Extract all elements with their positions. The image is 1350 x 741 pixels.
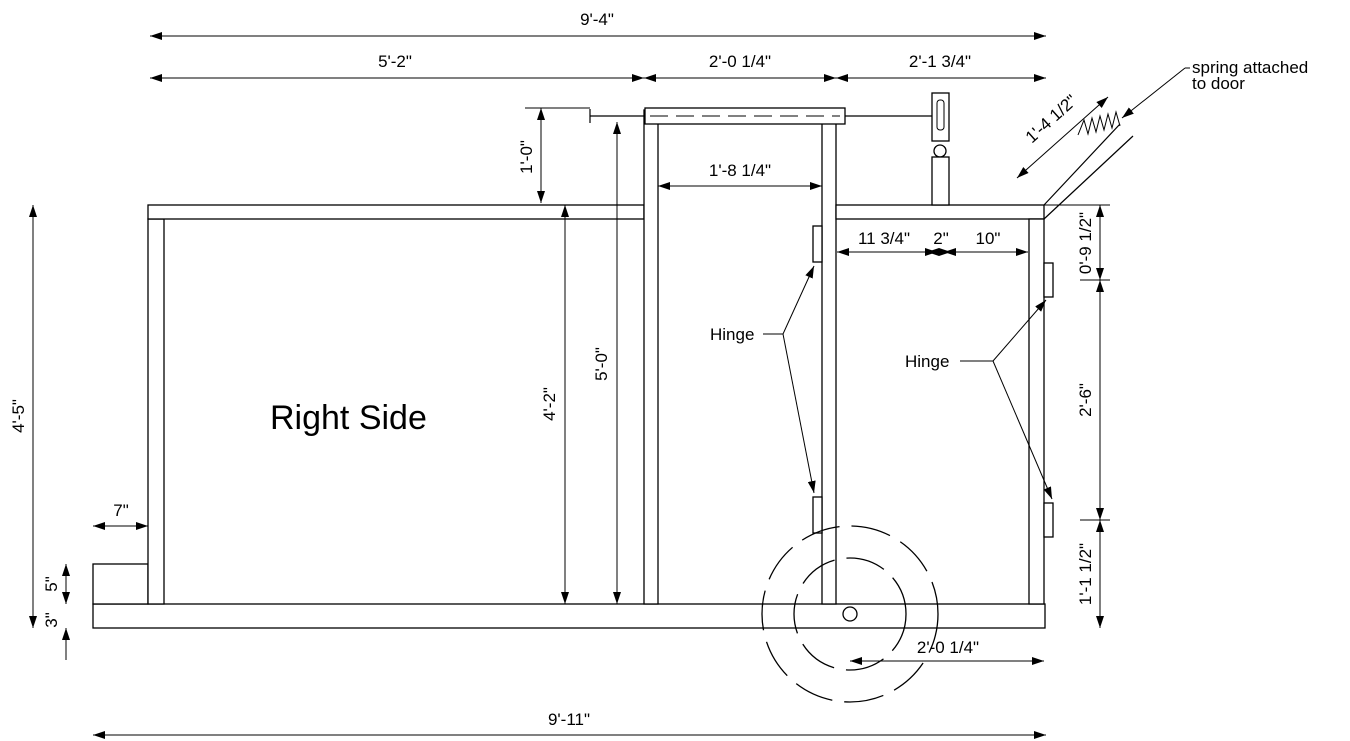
latch-plate — [931, 92, 950, 142]
hinge-plate-left-top — [812, 225, 823, 263]
dim-text-left-height: 4'-5" — [9, 399, 28, 433]
hinge-left-leader-bottom — [782, 333, 816, 494]
dim-text-top-overall: 9'-4" — [580, 10, 614, 29]
dimension-lines — [29, 32, 1110, 739]
leader-lines — [763, 67, 1190, 500]
spring-callout-line1: spring attached — [1192, 58, 1308, 77]
dim-text-spring-arm: 1'-4 1/2" — [1022, 91, 1081, 147]
cart-frame — [92, 92, 1134, 703]
dim-spring-arm — [1016, 96, 1109, 179]
left-post — [147, 218, 165, 605]
dim-text-hinge-offset-a: 11 3/4" — [858, 229, 910, 248]
dim-text-top-left-section: 5'-2" — [378, 52, 412, 71]
hinge-left-leader-top — [782, 265, 815, 335]
dim-text-right-top-hinge: 0'-9 1/2" — [1076, 212, 1095, 274]
top-rail-left — [147, 204, 645, 220]
right-post — [1028, 218, 1045, 605]
dim-text-axle-offset: 2'-0 1/4" — [917, 638, 979, 657]
dim-text-post-height: 5'-0" — [592, 347, 611, 381]
dim-text-left-offset: 7" — [113, 501, 129, 520]
dim-text-hinge-gap: 2" — [933, 229, 949, 248]
dim-text-top-right-section: 2'-1 3/4" — [909, 52, 971, 71]
hinge-right-leader-top — [992, 299, 1047, 362]
hinge-plate-right-top — [1043, 262, 1054, 298]
hinge-plate-right-bottom — [1043, 502, 1054, 538]
axle — [842, 606, 858, 622]
dim-text-right-bottom-hinge: 1'-1 1/2" — [1076, 543, 1095, 605]
middle-post-left — [643, 109, 659, 605]
latch-post — [931, 156, 950, 206]
wheel-outer — [761, 525, 939, 703]
wheel-inner — [793, 557, 907, 671]
dim-text-top-middle-section: 2'-0 1/4" — [709, 52, 771, 71]
spring-callout-line2: to door — [1192, 74, 1245, 93]
base-rail — [92, 603, 1046, 629]
dim-text-bottom-overall: 9'-11" — [548, 710, 590, 729]
hinge-right-leader-bottom — [992, 360, 1053, 500]
hinge-callout-left: Hinge — [710, 325, 754, 344]
dim-text-body-height: 4'-2" — [540, 387, 559, 421]
spring-leader — [1121, 67, 1186, 119]
spring-arm — [1043, 123, 1121, 206]
top-rail-right — [835, 204, 1045, 220]
view-label: Right Side — [270, 399, 427, 437]
latch-knob — [933, 144, 947, 158]
dim-text-step-height: 5" — [42, 576, 61, 592]
dim-text-base-thickness: 3" — [42, 612, 61, 628]
step-block — [92, 563, 149, 605]
hinge-callout-right: Hinge — [905, 352, 949, 371]
dim-text-hinge-offset-b: 10" — [976, 229, 1001, 248]
dim-text-door-opening: 1'-8 1/4" — [709, 161, 771, 180]
hinge-plate-left-bottom — [812, 496, 823, 534]
dim-text-right-hinge-spacing: 2'-6" — [1076, 383, 1095, 417]
dim-text-handle-rise: 1'-0" — [517, 140, 536, 174]
